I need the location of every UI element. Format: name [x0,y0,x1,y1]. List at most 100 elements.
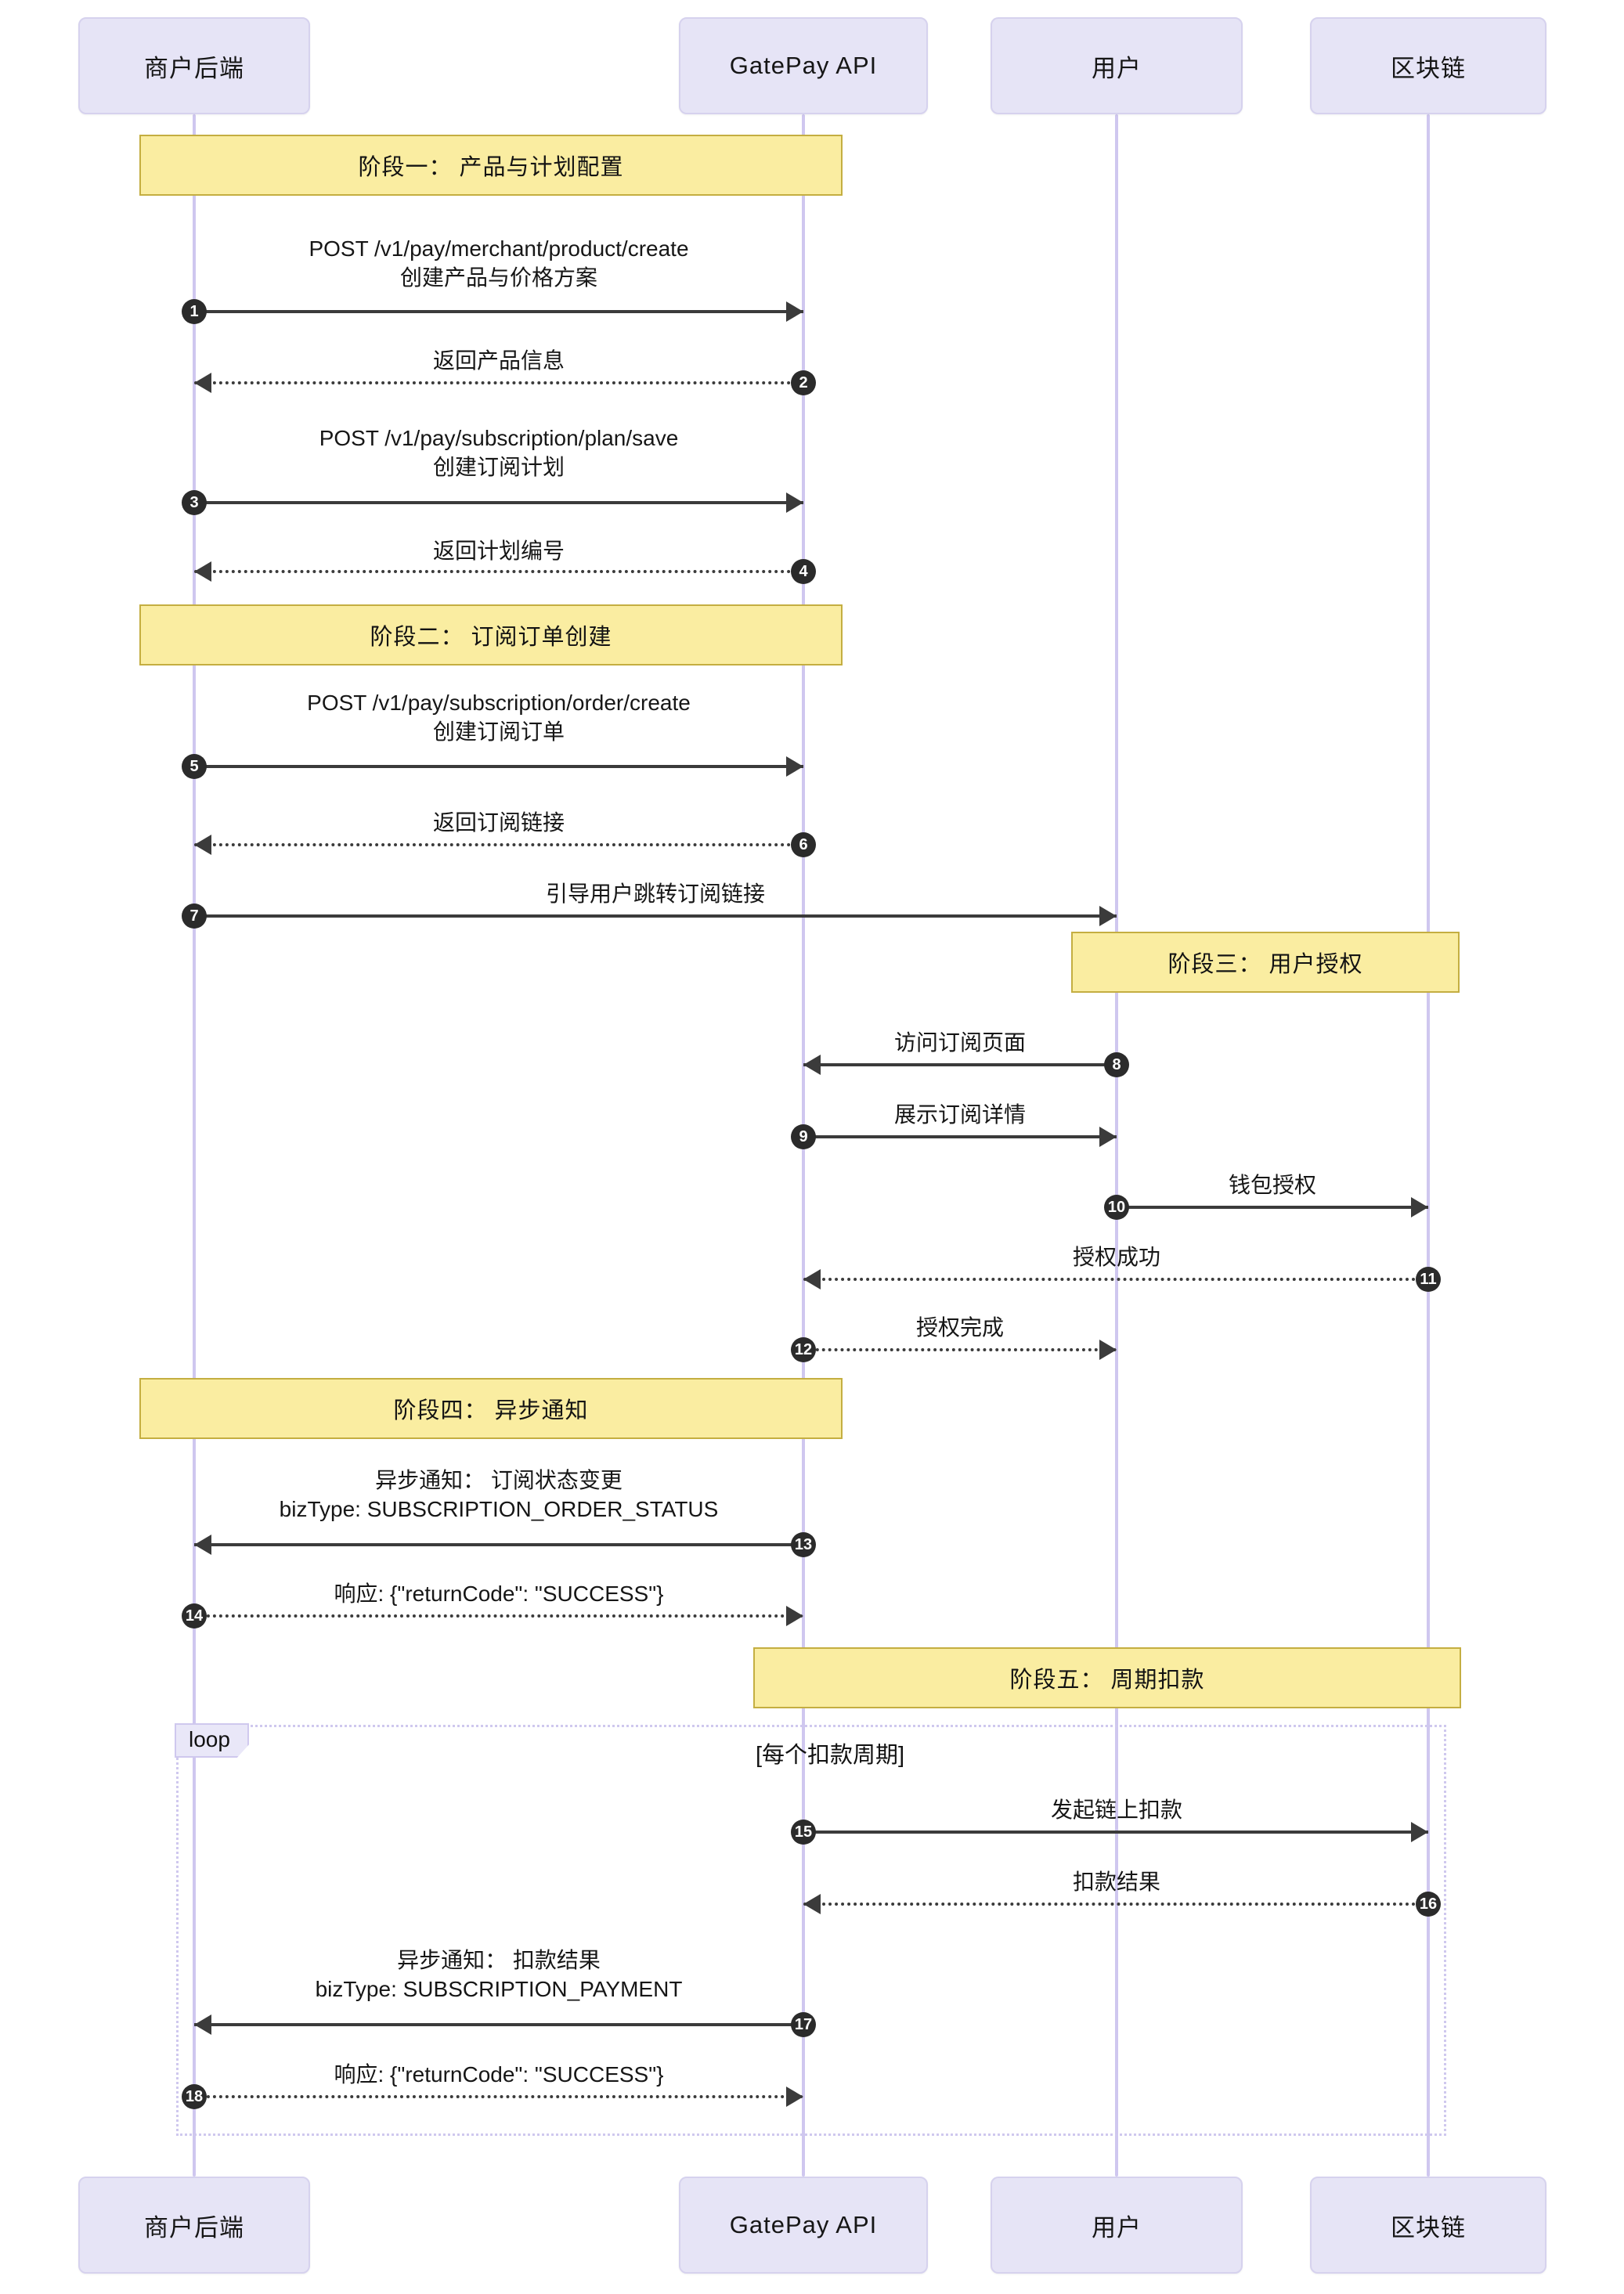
phase-banner-phase-5: 阶段五： 周期扣款 [753,1647,1461,1708]
message-arrowhead-13 [194,1535,211,1555]
message-sequence-badge-14: 14 [182,1603,207,1629]
loop-tag: loop [175,1723,249,1758]
message-arrowhead-11 [803,1269,821,1289]
phase-banner-phase-4: 阶段四： 异步通知 [139,1378,843,1439]
message-sequence-badge-15: 15 [791,1820,816,1845]
message-line-12 [803,1348,1117,1351]
message-arrowhead-3 [786,492,803,513]
message-label-3: POST /v1/pay/subscription/plan/save 创建订阅… [319,426,679,479]
message-sequence-badge-11: 11 [1416,1267,1441,1292]
message-sequence-badge-7: 7 [182,904,207,929]
phase-banner-phase-2: 阶段二： 订阅订单创建 [139,604,843,665]
message-line-2 [194,381,803,384]
participant-merchant-footer[interactable]: 商户后端 [78,2177,310,2274]
message-arrowhead-17 [194,2014,211,2035]
message-label-18: 响应: {"returnCode": "SUCCESS"} [334,2062,664,2087]
message-line-7 [194,914,1117,918]
participant-label: 用户 [1092,2213,1142,2242]
message-sequence-badge-17: 17 [791,2012,816,2037]
participant-gatepay-footer[interactable]: GatePay API [679,2177,928,2274]
message-label-9: 展示订阅详情 [893,1102,1027,1127]
message-label-10: 钱包授权 [1228,1173,1317,1197]
message-sequence-badge-3: 3 [182,490,207,515]
message-arrowhead-6 [194,835,211,855]
message-sequence-badge-4: 4 [791,559,816,584]
message-arrowhead-9 [1099,1127,1117,1147]
message-arrowhead-8 [803,1055,821,1075]
participant-user-footer[interactable]: 用户 [991,2177,1243,2274]
message-arrowhead-14 [786,1606,803,1626]
message-line-5 [194,765,803,768]
message-line-3 [194,501,803,504]
message-arrowhead-15 [1411,1822,1428,1842]
message-label-4: 返回计划编号 [432,539,565,563]
participant-user-header[interactable]: 用户 [991,17,1243,114]
participant-gatepay-header[interactable]: GatePay API [679,17,928,114]
message-line-14 [194,1614,803,1618]
message-sequence-badge-18: 18 [182,2084,207,2109]
message-arrowhead-12 [1099,1340,1117,1360]
participant-merchant-header[interactable]: 商户后端 [78,17,310,114]
message-arrowhead-16 [803,1894,821,1914]
message-line-16 [803,1903,1428,1906]
message-line-18 [194,2095,803,2098]
message-arrowhead-1 [786,301,803,322]
phase-banner-label: 阶段五： 周期扣款 [1009,1668,1205,1693]
message-label-13: 异步通知： 订阅状态变更 bizType: SUBSCRIPTION_ORDER… [279,1468,719,1521]
message-label-15: 发起链上扣款 [1050,1798,1183,1822]
message-sequence-badge-10: 10 [1104,1195,1129,1220]
message-label-17: 异步通知： 扣款结果 bizType: SUBSCRIPTION_PAYMENT [315,1948,683,2001]
message-label-11: 授权成功 [1072,1245,1161,1269]
participant-label: 商户后端 [144,54,244,82]
message-sequence-badge-6: 6 [791,832,816,857]
message-line-9 [803,1135,1117,1138]
message-sequence-badge-9: 9 [791,1124,816,1149]
phase-banner-label: 阶段三： 用户授权 [1167,952,1363,977]
message-arrowhead-10 [1411,1197,1428,1217]
message-arrowhead-7 [1099,906,1117,926]
message-label-16: 扣款结果 [1072,1870,1161,1894]
loop-condition-label: [每个扣款周期] [756,1743,905,1768]
participant-label: 区块链 [1391,54,1466,82]
message-line-8 [803,1063,1117,1066]
participant-label: 区块链 [1391,2213,1466,2242]
message-label-5: POST /v1/pay/subscription/order/create 创… [307,691,691,744]
lifeline-blockchain [1427,114,1430,2177]
message-sequence-badge-8: 8 [1104,1052,1129,1077]
phase-banner-label: 阶段二： 订阅订单创建 [370,625,612,650]
message-line-10 [1117,1206,1428,1209]
phase-banner-phase-1: 阶段一： 产品与计划配置 [139,135,843,196]
message-line-4 [194,570,803,573]
message-label-14: 响应: {"returnCode": "SUCCESS"} [334,1582,664,1606]
message-line-1 [194,310,803,313]
message-arrowhead-4 [194,561,211,582]
message-line-13 [194,1543,803,1546]
message-label-6: 返回订阅链接 [432,810,565,835]
message-label-8: 访问订阅页面 [893,1030,1027,1055]
message-arrowhead-5 [786,756,803,777]
message-line-11 [803,1278,1428,1281]
message-sequence-badge-5: 5 [182,754,207,779]
lifeline-merchant [193,114,196,2177]
message-arrowhead-2 [194,373,211,393]
participant-blockchain-footer[interactable]: 区块链 [1310,2177,1546,2274]
participant-label: GatePay API [729,2211,878,2238]
message-sequence-badge-1: 1 [182,299,207,324]
message-label-1: POST /v1/pay/merchant/product/create 创建产… [309,236,689,290]
participant-label: 用户 [1092,54,1142,82]
message-label-7: 引导用户跳转订阅链接 [545,882,766,906]
message-label-12: 授权完成 [915,1315,1005,1340]
message-line-15 [803,1831,1428,1834]
message-sequence-badge-2: 2 [791,370,816,395]
phase-banner-label: 阶段一： 产品与计划配置 [358,155,624,180]
phase-banner-phase-3: 阶段三： 用户授权 [1071,932,1460,993]
participant-label: GatePay API [729,52,878,79]
message-label-2: 返回产品信息 [432,348,565,373]
participant-blockchain-header[interactable]: 区块链 [1310,17,1546,114]
message-sequence-badge-12: 12 [791,1337,816,1362]
participant-label: 商户后端 [144,2213,244,2242]
message-line-17 [194,2023,803,2026]
message-line-6 [194,843,803,846]
message-sequence-badge-16: 16 [1416,1892,1441,1917]
